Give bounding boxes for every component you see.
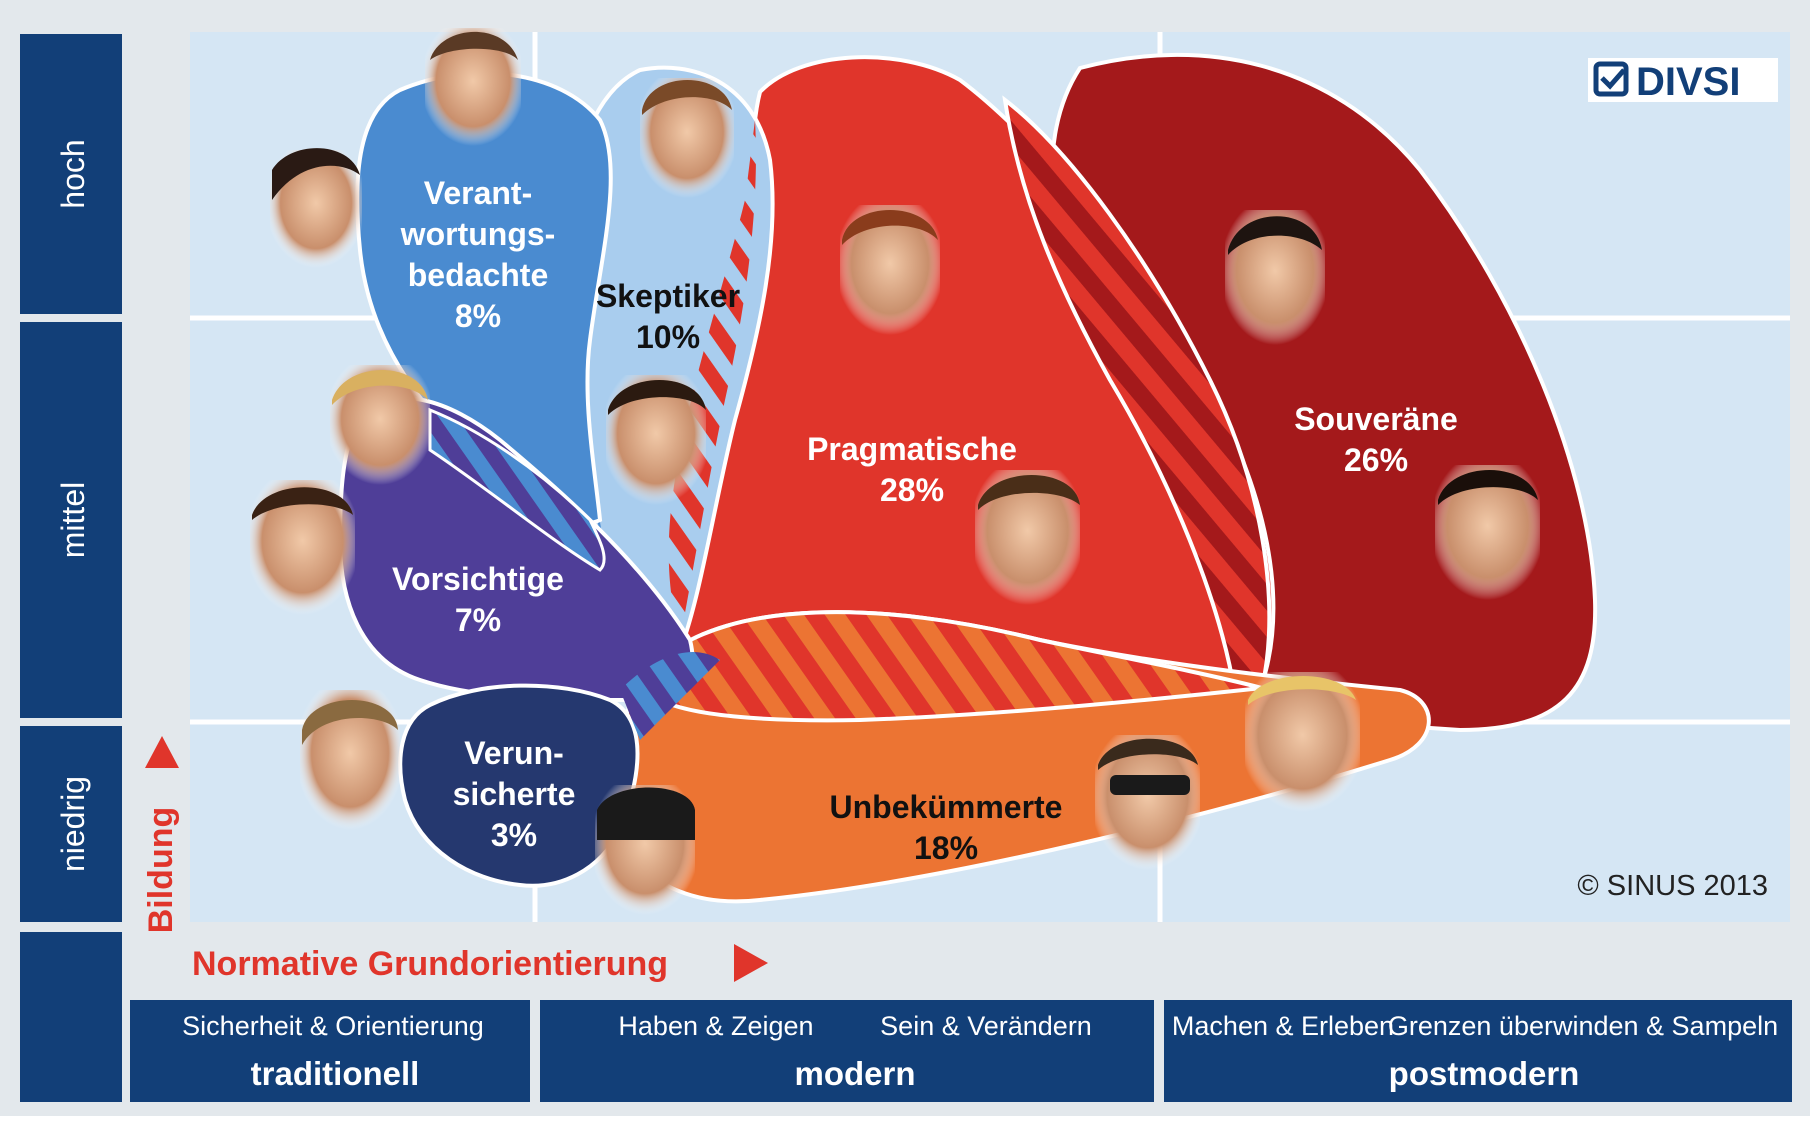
arrow-up-icon bbox=[145, 736, 179, 768]
portrait-photo bbox=[425, 28, 521, 146]
group-label-modern: modern bbox=[794, 1055, 915, 1092]
segment-share: 26% bbox=[1344, 442, 1408, 478]
level-box-hoch bbox=[20, 34, 122, 314]
segment-name: Vorsichtige bbox=[392, 561, 564, 597]
level-label-mittel: mittel bbox=[55, 482, 91, 558]
group-box-modern bbox=[540, 1000, 1154, 1102]
segment-name: Skeptiker bbox=[596, 278, 740, 314]
portraits bbox=[250, 28, 1540, 915]
group-box-postmodern bbox=[1164, 1000, 1792, 1102]
arrow-right-icon bbox=[734, 944, 768, 982]
divsi-logo: DIVSI bbox=[1588, 58, 1778, 104]
overlap-vorsichtige-verantwortungsbedachte bbox=[428, 407, 606, 572]
shape-verunsicherte bbox=[398, 683, 640, 888]
copyright-text: © SINUS 2013 bbox=[1577, 870, 1768, 902]
portrait-photo bbox=[1225, 210, 1325, 345]
x-axis-title-text: Normative Grundorientierung bbox=[192, 945, 668, 983]
level-box-niedrig bbox=[20, 726, 122, 922]
group-box-traditionell bbox=[130, 1000, 530, 1102]
portrait-photo bbox=[840, 205, 940, 335]
value-label: Haben & Zeigen bbox=[618, 1011, 813, 1041]
y-axis-title: Bildung bbox=[142, 736, 180, 933]
segment-name: bedachte bbox=[408, 257, 548, 293]
level-box-mittel bbox=[20, 322, 122, 718]
check-box-icon bbox=[1593, 61, 1629, 97]
group-label-postmodern: postmodern bbox=[1389, 1055, 1580, 1092]
milieu-shapes bbox=[337, 52, 1598, 904]
segment-share: 3% bbox=[491, 817, 537, 853]
segment-name: Verant- bbox=[424, 175, 532, 211]
segment-name: Souveräne bbox=[1294, 401, 1458, 437]
portrait-photo bbox=[300, 690, 400, 830]
group-label-traditionell: traditionell bbox=[251, 1055, 420, 1092]
portrait-photo bbox=[1245, 672, 1360, 812]
overlap-verunsicherte bbox=[620, 651, 720, 740]
portrait-photo bbox=[595, 785, 695, 915]
portrait-photo bbox=[606, 375, 706, 505]
segment-name: wortungs- bbox=[400, 216, 556, 252]
corner-box bbox=[20, 932, 122, 1102]
segment-name: Pragmatische bbox=[807, 431, 1017, 467]
segment-share: 28% bbox=[880, 472, 944, 508]
segment-share: 18% bbox=[914, 830, 978, 866]
segment-share: 7% bbox=[455, 602, 501, 638]
overlap-skeptiker-pragmatische bbox=[668, 120, 756, 640]
y-axis-boxes: hoch mittel niedrig bbox=[20, 34, 122, 1102]
milieu-labels: Verant- wortungs- bedachte 8% Skeptiker … bbox=[392, 175, 1458, 866]
value-label: Grenzen überwinden & Sampeln bbox=[1388, 1011, 1778, 1041]
segment-name: Verun- bbox=[464, 735, 564, 771]
segment-name: sicherte bbox=[453, 776, 576, 812]
level-label-hoch: hoch bbox=[55, 139, 91, 208]
segment-share: 10% bbox=[636, 319, 700, 355]
portrait-photo bbox=[250, 480, 355, 615]
portrait-photo bbox=[640, 78, 734, 198]
value-label: Sein & Verändern bbox=[880, 1011, 1092, 1041]
portrait-photo bbox=[1095, 735, 1200, 870]
value-label: Sicherheit & Orientierung bbox=[182, 1011, 484, 1041]
segment-share: 8% bbox=[455, 298, 501, 334]
portrait-photo bbox=[975, 470, 1080, 605]
value-label: Machen & Erleben bbox=[1172, 1011, 1394, 1041]
x-axis-title: Normative Grundorientierung bbox=[192, 944, 768, 983]
portrait-photo bbox=[330, 365, 430, 485]
y-axis-title-text: Bildung bbox=[142, 807, 180, 934]
level-label-niedrig: niedrig bbox=[55, 776, 91, 872]
logo-text: DIVSI bbox=[1636, 60, 1740, 104]
portrait-photo bbox=[270, 148, 362, 268]
portrait-photo bbox=[1435, 465, 1540, 600]
x-axis-boxes: Sicherheit & Orientierung traditionell H… bbox=[130, 1000, 1792, 1102]
segment-name: Unbekümmerte bbox=[830, 789, 1063, 825]
